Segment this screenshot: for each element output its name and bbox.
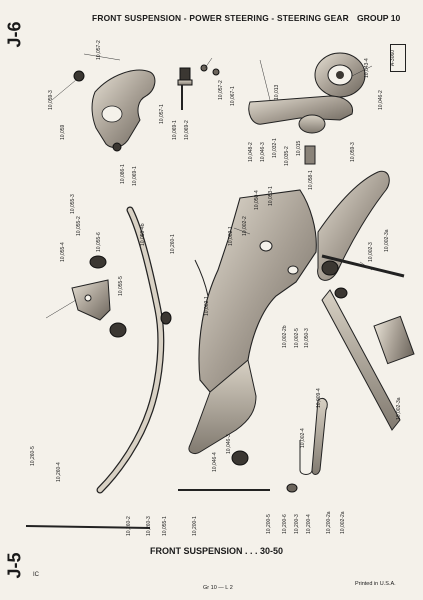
part-label: 10,002-3a (384, 229, 390, 252)
part-label: 10,059-3 (48, 90, 54, 110)
part-label: 10,046-2 (378, 90, 384, 110)
part-label: 10,260-5 (30, 446, 36, 466)
part-label: 10,260-1 (170, 234, 176, 254)
footer-left-mark: IC (33, 572, 39, 578)
group-number: GROUP 10 (357, 13, 401, 23)
part-label: 10,057-1 (159, 104, 165, 124)
footer-printed: Printed in U.S.A. (355, 581, 396, 587)
footer-page-ref: Gr 10 — L 2 (203, 585, 233, 591)
part-label: 10,055-6 (96, 232, 102, 252)
part-label: 10,200-2a (326, 511, 332, 534)
part-label: 10,002-2a (340, 511, 346, 534)
part-label: 10,067-1 (230, 86, 236, 106)
part-label: 10,048-2 (248, 142, 254, 162)
part-label: 10,260-4 (56, 462, 62, 482)
part-label: 10,009-4 (316, 388, 322, 408)
part-label: 10,057-2 (218, 80, 224, 100)
part-label: 10,069-1 (132, 166, 138, 186)
part-label: 10,059-4b (140, 223, 146, 246)
part-label: 10,055-3 (70, 194, 76, 214)
part-label: 10,013 (274, 84, 280, 100)
lower-control-arm (317, 170, 390, 299)
part-label: 10,055-1 (162, 516, 168, 536)
part-label: 10,046-3 (226, 434, 232, 454)
part-label: 10,002-5 (294, 328, 300, 348)
figure-code-box: A-3060 (390, 44, 406, 72)
part-label: 10,260-3 (146, 516, 152, 536)
part-label: 10,055-5 (118, 276, 124, 296)
steering-arm (299, 397, 328, 475)
part-label: 10,002-3 (368, 242, 374, 262)
part-label: 10,200-6 (282, 514, 288, 534)
sway-bar (89, 206, 172, 494)
part-label: 10,002-1 (228, 226, 234, 246)
strut-rod (321, 254, 415, 431)
part-label: 10,002-1 (204, 296, 210, 316)
figure-caption: FRONT SUSPENSION . . . 30-50 (150, 546, 284, 556)
part-label: 10,053-1 (268, 186, 274, 206)
part-label: 10,002-3a (396, 397, 402, 420)
ball-joint (177, 64, 220, 110)
part-label: 10,002-2b (282, 325, 288, 348)
part-label: 10,055-4 (60, 242, 66, 262)
part-label: 10,069-2 (184, 120, 190, 140)
part-label: 10,057-2 (96, 40, 102, 60)
upper-control-arm (73, 69, 156, 152)
part-label: 10,046-4 (212, 452, 218, 472)
part-label: 10,200-4 (306, 514, 312, 534)
part-label: 10,035-2 (284, 146, 290, 166)
part-label-group: 10,059-3 10,057-2 10,059 10,057-1 10,069… (30, 40, 402, 536)
part-label: 10,050-4 (254, 190, 260, 210)
part-label: 10,046-3 (260, 142, 266, 162)
part-label: 10,002-2 (242, 216, 248, 236)
part-label: 10,015 (296, 140, 302, 156)
steering-knuckle (248, 95, 354, 165)
leader-lines (45, 53, 373, 319)
brake-hub (314, 52, 366, 98)
part-label: 10,260-2 (126, 516, 132, 536)
k-frame-crossmember (188, 189, 317, 455)
part-label: 10,032-1 (272, 138, 278, 158)
lower-bolt (25, 450, 298, 529)
part-label: 10,086-1 (120, 164, 126, 184)
mount-bracket (71, 279, 111, 321)
part-label: 10,200-1 (192, 516, 198, 536)
part-label: 10,055-2 (76, 216, 82, 236)
part-label: 10,058-1 (308, 170, 314, 190)
part-label: 10,050-3 (304, 328, 310, 348)
part-label: 10,043-4 (364, 58, 370, 78)
part-label: 10,059 (60, 124, 66, 140)
part-label: 10,059-3 (350, 142, 356, 162)
part-label: 10,200-5 (266, 514, 272, 534)
part-label: 10,069-1 (172, 120, 178, 140)
page-header-title: FRONT SUSPENSION - POWER STEERING - STEE… (92, 13, 349, 23)
part-label: 10,002-4 (300, 428, 306, 448)
part-label: 10,200-3 (294, 514, 300, 534)
